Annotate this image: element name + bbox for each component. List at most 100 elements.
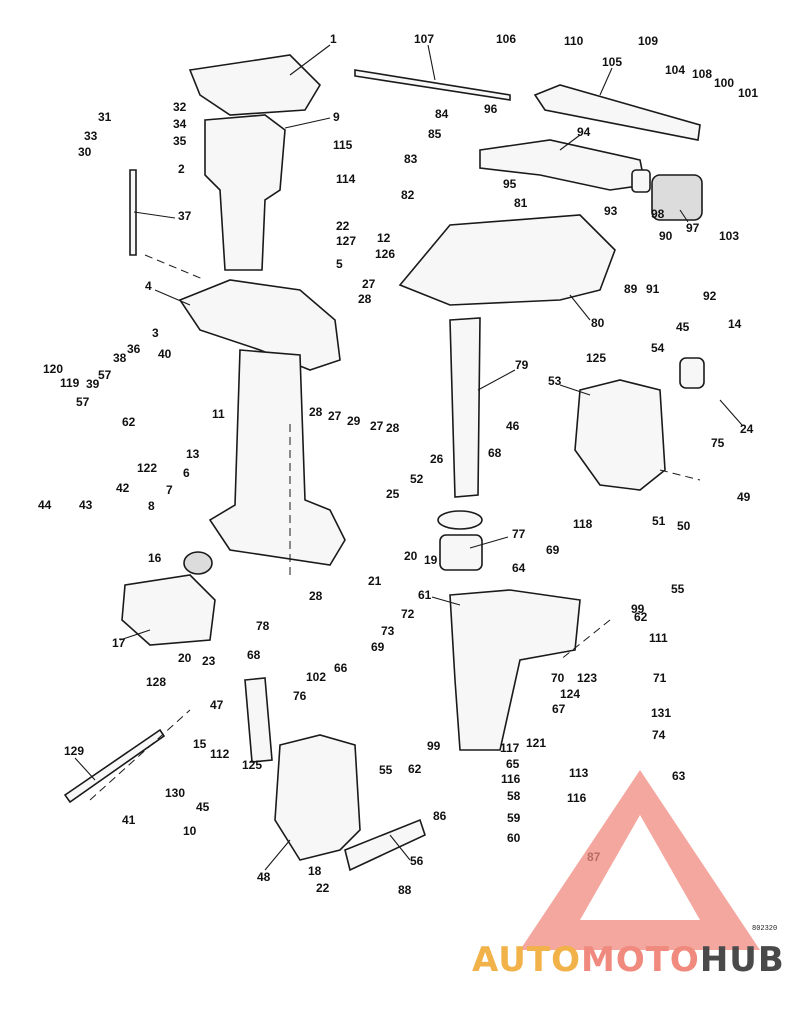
callout-104: 104	[665, 63, 686, 77]
callout-52: 52	[410, 472, 424, 486]
callout-19: 19	[424, 553, 438, 567]
callout-6: 6	[183, 466, 190, 480]
stern-bracket-left	[274, 734, 361, 861]
callout-91: 91	[646, 282, 660, 296]
exhaust-seal	[437, 510, 483, 530]
callout-49: 49	[737, 490, 751, 504]
callout-77: 77	[512, 527, 526, 541]
callout-18: 18	[308, 864, 322, 878]
leader-129	[74, 757, 96, 781]
bushing-54	[679, 357, 705, 389]
callout-89: 89	[624, 282, 638, 296]
callout-28b: 28	[309, 405, 323, 419]
callout-86: 86	[433, 809, 447, 823]
tie-rod	[354, 69, 511, 101]
callout-116b: 116	[567, 791, 587, 805]
callout-33: 33	[84, 129, 98, 143]
callout-56: 56	[410, 854, 424, 868]
callout-46: 46	[506, 419, 520, 433]
callout-129: 129	[64, 744, 85, 758]
callout-22b: 22	[316, 881, 330, 895]
callout-80: 80	[591, 316, 605, 330]
callout-81: 81	[514, 196, 528, 210]
callout-99a: 99	[631, 602, 645, 616]
adapter-plate	[178, 279, 341, 371]
callout-58: 58	[507, 789, 521, 803]
callout-107: 107	[414, 32, 435, 46]
leader-61	[431, 596, 461, 606]
leader-24	[719, 399, 743, 426]
stern-bracket-right	[574, 379, 666, 491]
leader-77	[469, 536, 509, 549]
twist-grip	[651, 174, 703, 221]
callout-34: 34	[173, 117, 187, 131]
callout-114: 114	[336, 172, 356, 186]
callout-28d: 28	[309, 589, 323, 603]
shift-rod	[129, 169, 137, 256]
callout-117: 117	[500, 741, 520, 755]
callout-26: 26	[430, 452, 444, 466]
callout-35: 35	[173, 134, 187, 148]
callout-103: 103	[719, 229, 740, 243]
callout-61: 61	[418, 588, 432, 602]
callout-41: 41	[122, 813, 136, 827]
callout-16: 16	[148, 551, 162, 565]
callout-51: 51	[652, 514, 666, 528]
callout-12: 12	[377, 231, 391, 245]
callout-13: 13	[186, 447, 200, 461]
callout-68b: 68	[247, 648, 261, 662]
callout-54: 54	[651, 341, 665, 355]
callout-55a: 55	[671, 582, 685, 596]
callout-37: 37	[178, 209, 192, 223]
leader-105	[599, 67, 613, 96]
callout-85: 85	[428, 127, 442, 141]
callout-92: 92	[703, 289, 717, 303]
callout-75: 75	[711, 436, 725, 450]
callout-79: 79	[515, 358, 529, 372]
exhaust-housing	[204, 114, 286, 271]
callout-105: 105	[602, 55, 623, 69]
callout-88: 88	[398, 883, 412, 897]
leader-80	[569, 294, 591, 321]
watermark-logo-icon	[520, 770, 760, 950]
callout-116a: 116	[501, 772, 521, 786]
swivel-bracket-top	[398, 214, 616, 306]
callout-11: 11	[212, 407, 225, 421]
callout-27c: 27	[370, 419, 384, 433]
rubber-mount	[183, 551, 213, 575]
callout-45a: 45	[676, 320, 690, 334]
callout-90: 90	[659, 229, 673, 243]
callout-113: 113	[569, 766, 589, 780]
callout-76: 76	[293, 689, 307, 703]
watermark-auto: AUTO	[472, 940, 581, 980]
callout-1: 1	[330, 32, 337, 46]
throttle-shaft	[533, 84, 701, 141]
callout-98: 98	[651, 207, 665, 221]
callout-64: 64	[512, 561, 526, 575]
callout-60: 60	[507, 831, 521, 845]
callout-119: 119	[60, 376, 80, 390]
callout-74: 74	[652, 728, 666, 742]
callout-45b: 45	[196, 800, 210, 814]
watermark-hub: HUB	[699, 940, 785, 980]
callout-57a: 57	[98, 368, 112, 382]
callout-95: 95	[503, 177, 517, 191]
callout-10: 10	[183, 824, 197, 838]
callout-40: 40	[158, 347, 172, 361]
callout-94: 94	[577, 125, 591, 139]
callout-83: 83	[404, 152, 418, 166]
callout-93: 93	[604, 204, 618, 218]
callout-20a: 20	[404, 549, 418, 563]
watermark-text: AUTOMOTOHUB	[472, 940, 792, 980]
callout-120: 120	[43, 362, 64, 376]
callout-121: 121	[526, 736, 547, 750]
callout-65: 65	[506, 757, 520, 771]
callout-3: 3	[152, 326, 159, 340]
callout-39: 39	[86, 377, 100, 391]
callout-29: 29	[347, 414, 361, 428]
watermark-moto: MOTO	[580, 940, 700, 980]
callout-69a: 69	[546, 543, 560, 557]
bushing-98	[631, 169, 651, 193]
